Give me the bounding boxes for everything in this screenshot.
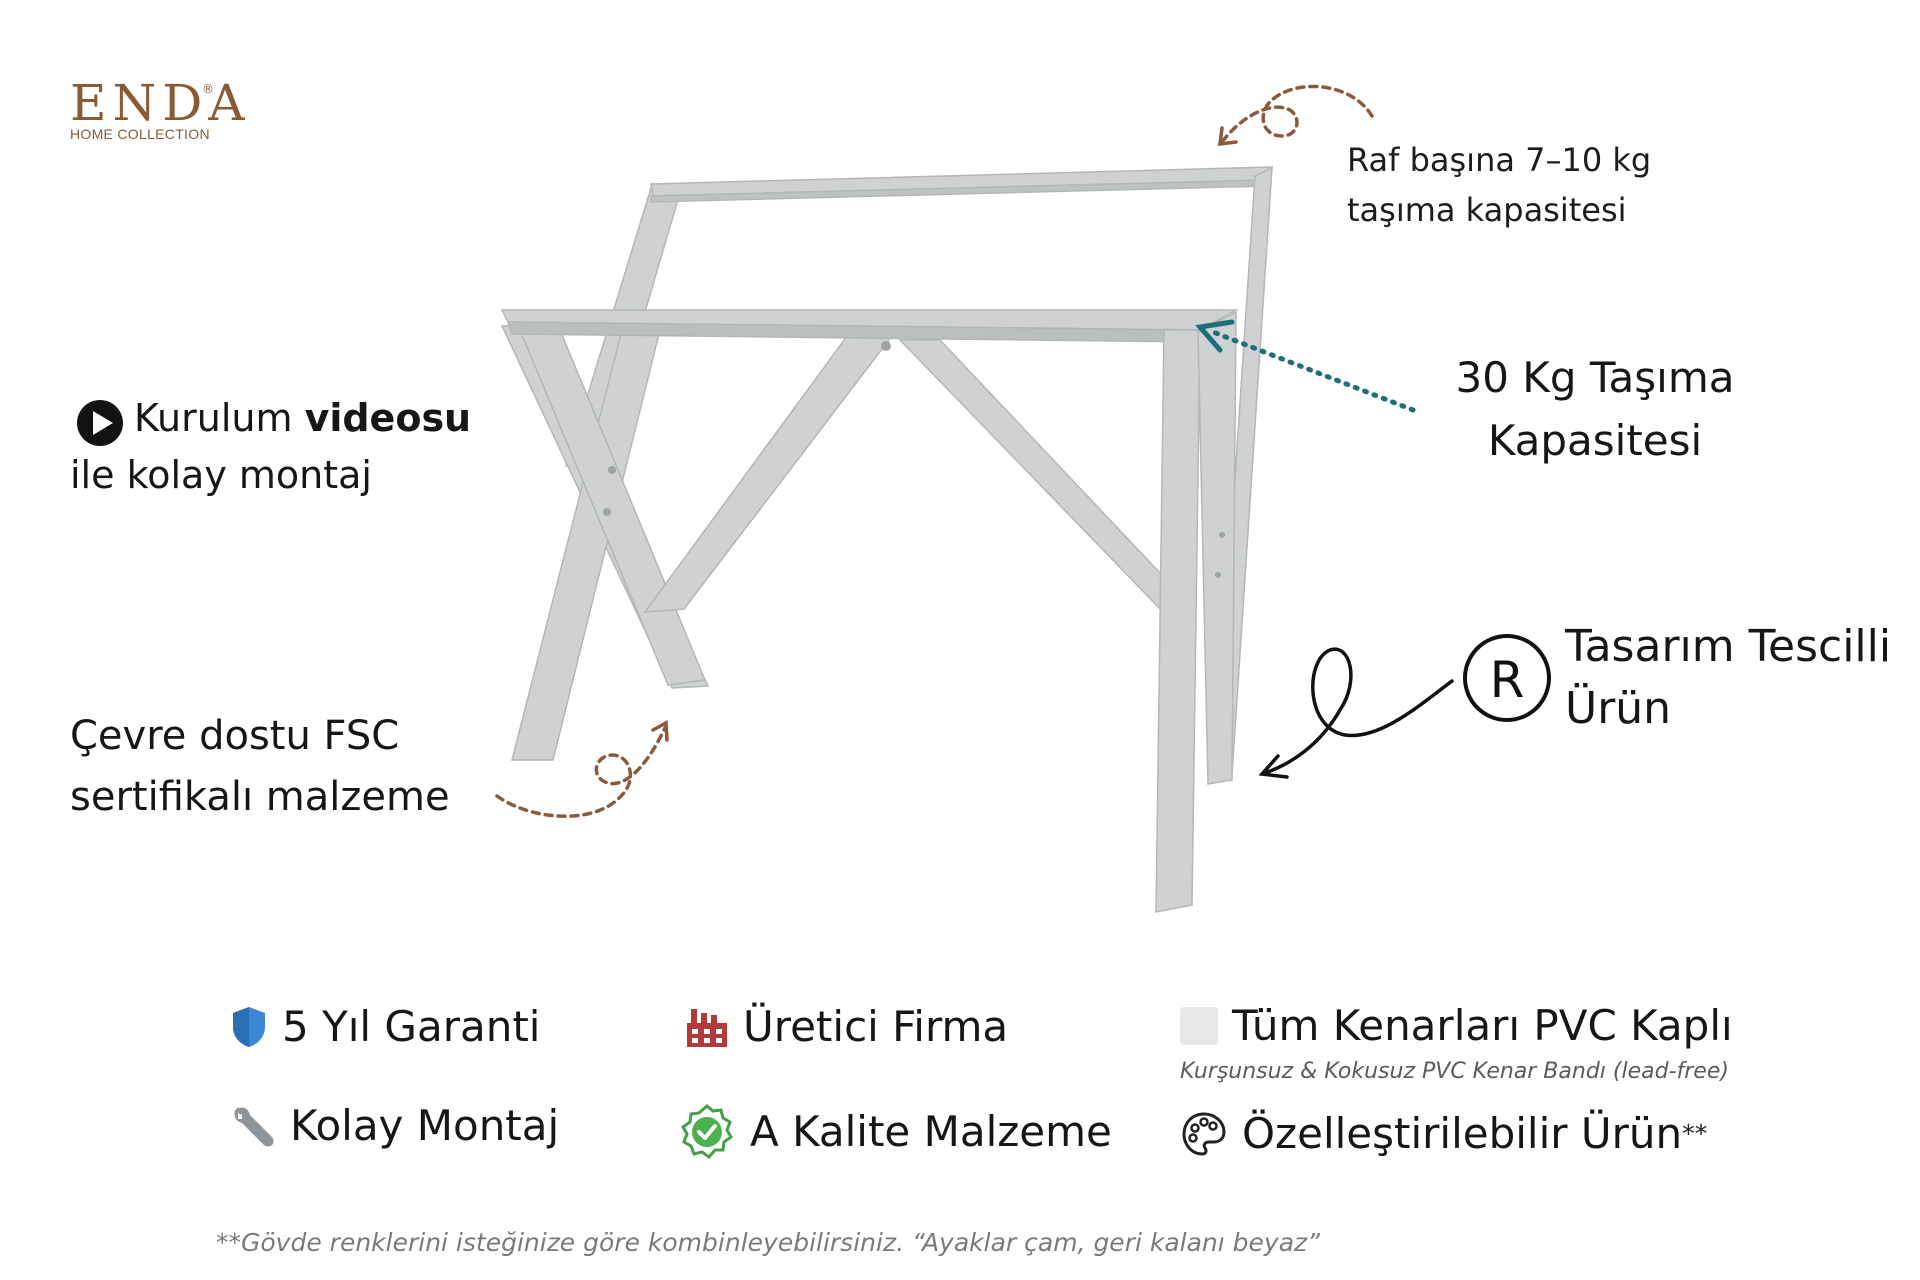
feature-label: A Kalite Malzeme xyxy=(750,1107,1112,1156)
desk-capacity-line1: 30 Kg Taşıma xyxy=(1455,353,1735,402)
registered-mark: ® xyxy=(202,82,214,96)
fsc-arrow-icon xyxy=(495,720,669,818)
shelf-capacity-line1: Raf başına 7–10 kg xyxy=(1347,141,1652,179)
brand-logo: ENDA xyxy=(70,74,251,132)
brand-tagline: HOME COLLECTION xyxy=(70,126,210,142)
registered-symbol-letter: R xyxy=(1490,651,1525,709)
feature-manufacturer: Üretici Firma xyxy=(685,1005,1008,1049)
desk-capacity-callout: 30 Kg Taşıma Kapasitesi xyxy=(1430,346,1760,472)
factory-icon xyxy=(687,1009,727,1047)
shelf-capacity-line2: taşıma kapasitesi xyxy=(1347,190,1627,229)
fsc-line2: sertifikalı malzeme xyxy=(70,773,450,820)
registered-symbol: R xyxy=(1463,634,1551,722)
feature-quality: A Kalite Malzeme xyxy=(678,1103,1112,1161)
fsc-callout: Çevre dostu FSC sertifikalı malzeme xyxy=(70,706,450,828)
wrench-icon xyxy=(234,1107,274,1147)
feature-customizable: Özelleştirilebilir Ürün** xyxy=(1180,1110,1707,1158)
square-icon xyxy=(1180,1007,1218,1045)
feature-label: Özelleştirilebilir Ürün xyxy=(1242,1109,1683,1158)
desk-drawing xyxy=(500,166,1274,913)
registered-callout: Tasarım Tescilli Ürün xyxy=(1565,616,1891,739)
feature-label: Tüm Kenarları PVC Kaplı xyxy=(1232,1001,1733,1050)
installation-prefix: Kurulum xyxy=(134,396,305,440)
footnote: **Gövde renklerini isteğinize göre kombi… xyxy=(216,1228,1321,1257)
registered-arrow-icon xyxy=(1258,647,1454,779)
feature-suffix: ** xyxy=(1682,1119,1708,1149)
installation-bold: videosu xyxy=(304,396,472,440)
feature-pvc: Tüm Kenarları PVC Kaplı Kurşunsuz & Koku… xyxy=(1180,1005,1733,1084)
quality-check-icon xyxy=(681,1104,733,1160)
registered-line1: Tasarım Tescilli xyxy=(1565,621,1892,672)
palette-icon xyxy=(1182,1112,1226,1156)
feature-sub: Kurşunsuz & Kokusuz PVC Kenar Bandı (lea… xyxy=(1180,1059,1729,1084)
installation-callout: Kurulum videosu ile kolay montaj xyxy=(70,390,471,504)
feature-warranty: 5 Yıl Garanti xyxy=(230,1005,540,1049)
play-icon xyxy=(77,400,123,446)
registered-line2: Ürün xyxy=(1565,682,1672,734)
feature-assembly: Kolay Montaj xyxy=(230,1103,559,1149)
desk-capacity-line2: Kapasitesi xyxy=(1487,416,1703,465)
fsc-line1: Çevre dostu FSC xyxy=(70,713,400,759)
desk-capacity-arrow-icon xyxy=(1195,319,1416,413)
installation-line2: ile kolay montaj xyxy=(70,453,372,497)
feature-label: 5 Yıl Garanti xyxy=(282,1002,541,1051)
feature-label: Üretici Firma xyxy=(743,1002,1009,1051)
feature-label: Kolay Montaj xyxy=(290,1101,560,1150)
shelf-arrow-icon xyxy=(1217,84,1374,147)
shelf-capacity-callout: Raf başına 7–10 kg taşıma kapasitesi xyxy=(1347,136,1651,236)
shield-icon xyxy=(233,1007,265,1047)
